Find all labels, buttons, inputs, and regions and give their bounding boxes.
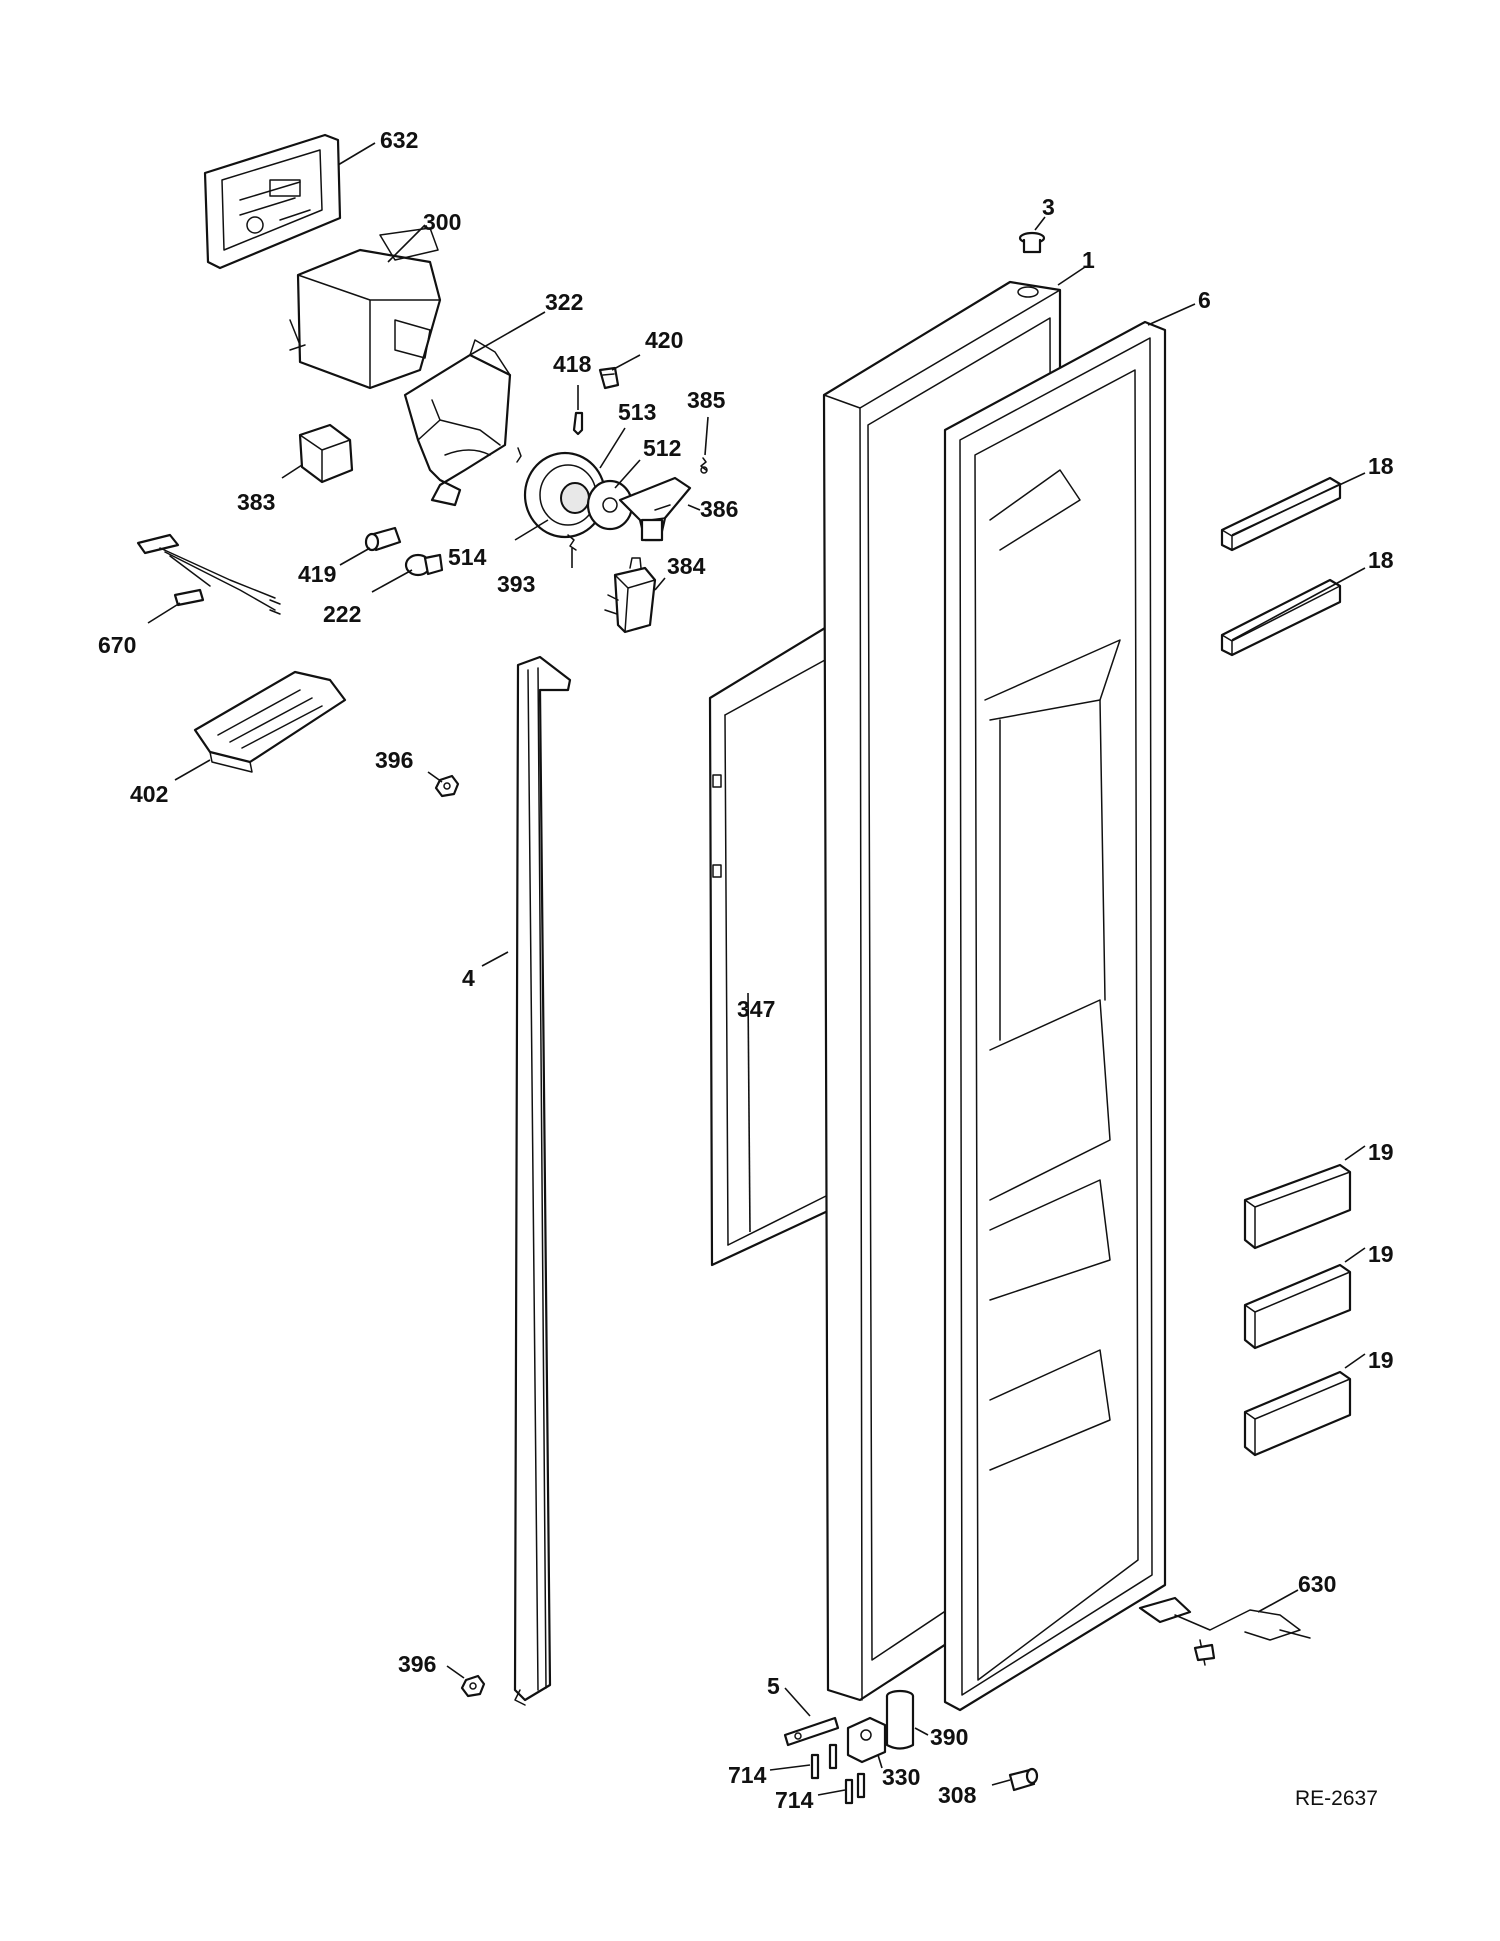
callout-19-1: 19 bbox=[1368, 1139, 1394, 1165]
callout-383: 383 bbox=[237, 489, 275, 515]
part-308-bushing bbox=[1008, 1767, 1039, 1792]
callout-347: 347 bbox=[737, 996, 775, 1022]
callout-393: 393 bbox=[497, 571, 535, 597]
callout-5: 5 bbox=[767, 1673, 780, 1699]
part-330-hinge-block bbox=[846, 1716, 887, 1764]
part-396-nut-lower bbox=[460, 1674, 486, 1698]
reference-code: RE-2637 bbox=[1295, 1787, 1378, 1810]
part-19-shelf-1 bbox=[1243, 1163, 1352, 1250]
part-512-gear bbox=[586, 479, 634, 531]
callout-384: 384 bbox=[667, 553, 706, 579]
callout-714-a: 714 bbox=[728, 1762, 767, 1788]
part-632-control-board bbox=[203, 133, 342, 270]
callout-4: 4 bbox=[462, 965, 475, 991]
callout-19-2: 19 bbox=[1368, 1241, 1394, 1267]
part-300-dispenser-housing bbox=[289, 227, 442, 390]
callouts: 632 300 322 383 418 420 513 385 512 514 … bbox=[98, 127, 1394, 1813]
part-402-drip-grille bbox=[193, 670, 347, 773]
callout-418: 418 bbox=[553, 351, 592, 377]
part-4-vertical-channel bbox=[513, 655, 572, 1706]
callout-300: 300 bbox=[423, 209, 461, 235]
part-322-ice-chute bbox=[403, 339, 512, 507]
part-670-wire-harness bbox=[136, 533, 281, 615]
callout-396-upper: 396 bbox=[375, 747, 413, 773]
part-384-solenoid bbox=[604, 557, 657, 634]
part-630-harness bbox=[1138, 1596, 1311, 1666]
part-222-fitting bbox=[404, 553, 444, 577]
part-3-plug bbox=[1018, 231, 1046, 254]
callout-513: 513 bbox=[618, 399, 656, 425]
callout-714-b: 714 bbox=[775, 1787, 814, 1813]
part-714-screw-a bbox=[810, 1743, 838, 1780]
callout-222: 222 bbox=[323, 601, 361, 627]
callout-670: 670 bbox=[98, 632, 136, 658]
callout-308: 308 bbox=[938, 1782, 977, 1808]
callout-385: 385 bbox=[687, 387, 726, 413]
part-419-connector bbox=[364, 526, 402, 552]
callout-19-3: 19 bbox=[1368, 1347, 1394, 1373]
part-347-frame bbox=[708, 626, 832, 1267]
part-small-clip bbox=[516, 447, 522, 463]
part-396-nut-upper bbox=[434, 774, 460, 798]
callout-632: 632 bbox=[380, 127, 418, 153]
part-393-link bbox=[567, 534, 577, 551]
callout-18-upper: 18 bbox=[1368, 453, 1394, 479]
part-418-pin bbox=[572, 411, 584, 436]
callout-390: 390 bbox=[930, 1724, 968, 1750]
callout-419: 419 bbox=[298, 561, 336, 587]
callout-6: 6 bbox=[1198, 287, 1211, 313]
callout-402: 402 bbox=[130, 781, 168, 807]
callout-322: 322 bbox=[545, 289, 583, 315]
callout-512: 512 bbox=[643, 435, 681, 461]
part-383-block bbox=[298, 423, 354, 484]
leader-lines bbox=[147, 142, 1366, 1796]
callout-18-lower: 18 bbox=[1368, 547, 1394, 573]
callout-330: 330 bbox=[882, 1764, 920, 1790]
part-420-switch bbox=[598, 366, 620, 390]
callout-630: 630 bbox=[1298, 1571, 1336, 1597]
part-6-door-liner bbox=[943, 320, 1167, 1712]
part-18-shelf-upper bbox=[1220, 476, 1342, 552]
part-19-shelf-2 bbox=[1243, 1263, 1352, 1350]
callout-386: 386 bbox=[700, 496, 738, 522]
part-714-screw-b bbox=[844, 1772, 866, 1805]
callout-396-lower: 396 bbox=[398, 1651, 436, 1677]
part-390-hinge-pin bbox=[885, 1689, 915, 1750]
part-19-shelf-3 bbox=[1243, 1370, 1352, 1457]
part-5-hinge-plate bbox=[783, 1716, 840, 1747]
callout-3: 3 bbox=[1042, 194, 1055, 220]
callout-1: 1 bbox=[1082, 247, 1095, 273]
part-18-shelf-lower bbox=[1220, 578, 1342, 657]
part-386-solenoid-arm bbox=[618, 476, 692, 542]
callout-514: 514 bbox=[448, 544, 487, 570]
callout-420: 420 bbox=[645, 327, 683, 353]
part-385-spring bbox=[700, 457, 708, 474]
